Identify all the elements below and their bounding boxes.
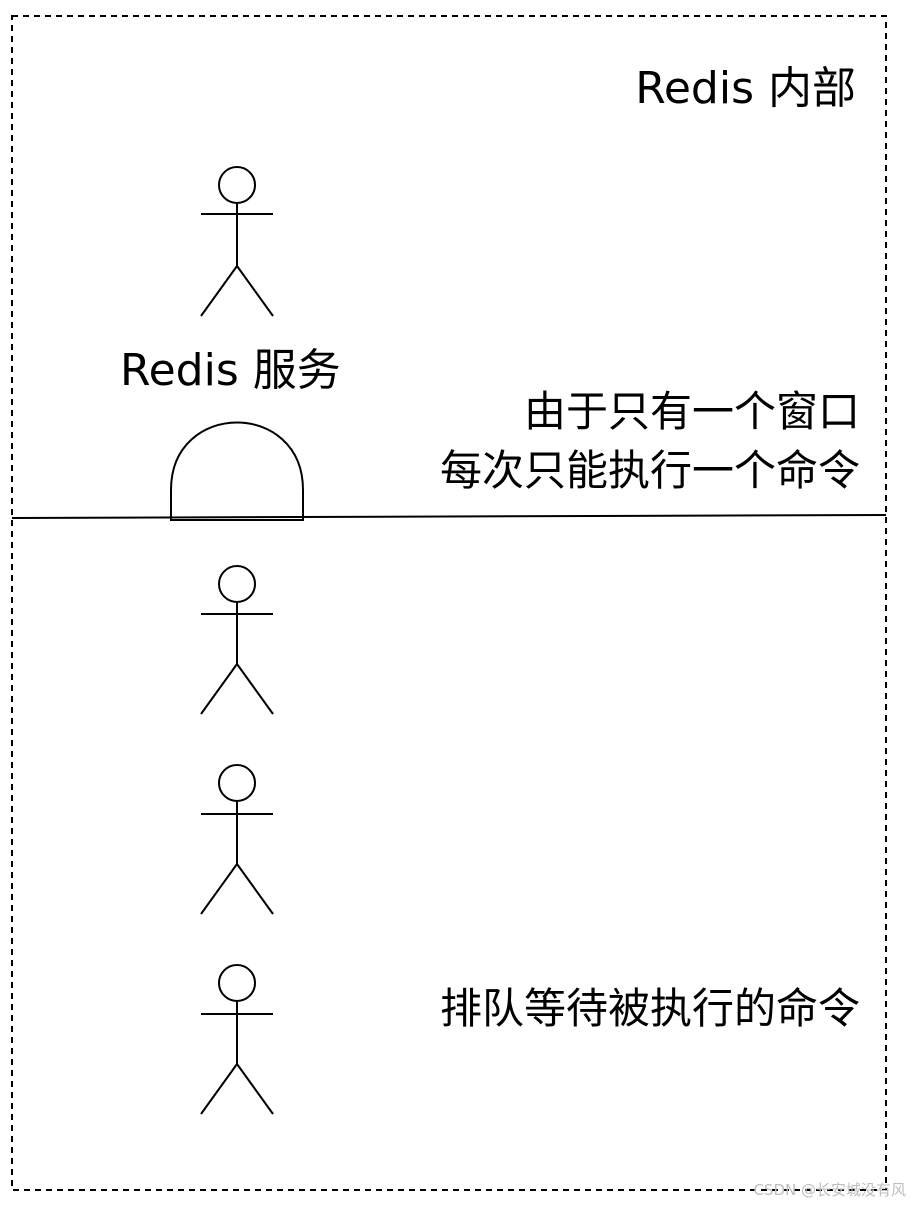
csdn-watermark: CSDN @长安城没有风 [753,1181,906,1199]
redis-internal-dashed-border [11,15,887,1191]
queued-command-person-icon-1 [200,565,274,715]
queued-command-person-icon-3 [200,964,274,1115]
service-window-arch [170,421,304,521]
redis-server-person-icon [200,166,274,317]
single-window-note-line-1: 由于只有一个窗口 [523,387,860,436]
redis-service-label: Redis 服务 [120,345,341,396]
service-boundary-line [11,514,887,519]
queued-commands-label: 排队等待被执行的命令 [439,984,860,1033]
redis-internal-label: Redis 内部 [635,63,856,114]
single-window-note-line-2: 每次只能执行一个命令 [439,446,860,495]
queued-command-person-icon-2 [200,764,274,915]
